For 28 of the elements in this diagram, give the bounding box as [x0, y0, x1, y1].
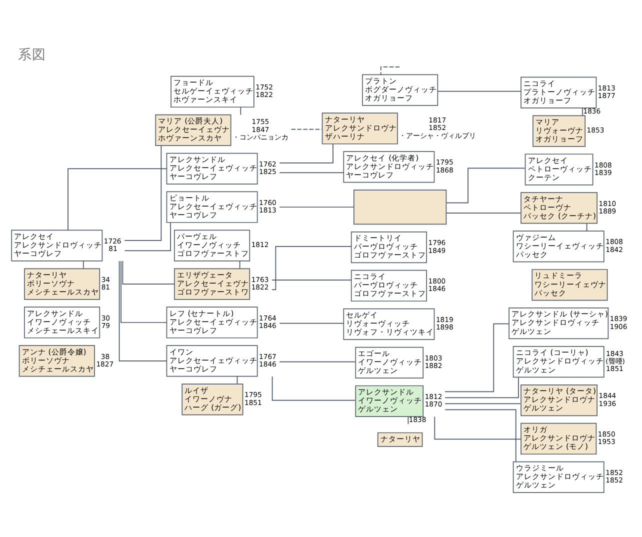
connector — [240, 106, 242, 116]
connector — [279, 322, 344, 324]
connector — [446, 212, 521, 214]
connector — [124, 222, 171, 252]
connector — [272, 246, 352, 290]
node-box — [353, 190, 447, 225]
connector — [118, 260, 168, 362]
connector — [279, 206, 354, 208]
connector — [279, 144, 334, 164]
connector — [380, 66, 400, 75]
connector — [279, 172, 344, 174]
connector — [437, 90, 522, 92]
connector — [82, 260, 84, 270]
connector — [446, 168, 526, 204]
connector — [434, 416, 522, 440]
connector — [279, 361, 356, 362]
connector — [444, 409, 516, 462]
connector — [122, 260, 175, 284]
connector — [582, 108, 583, 116]
connector — [444, 376, 519, 398]
connector — [290, 128, 322, 130]
connector — [444, 403, 521, 404]
connector — [68, 168, 168, 230]
connector — [120, 260, 168, 323]
connector — [444, 323, 510, 392]
diagram-title: 系図 — [18, 46, 46, 63]
connector — [124, 145, 162, 241]
connector — [272, 376, 356, 401]
